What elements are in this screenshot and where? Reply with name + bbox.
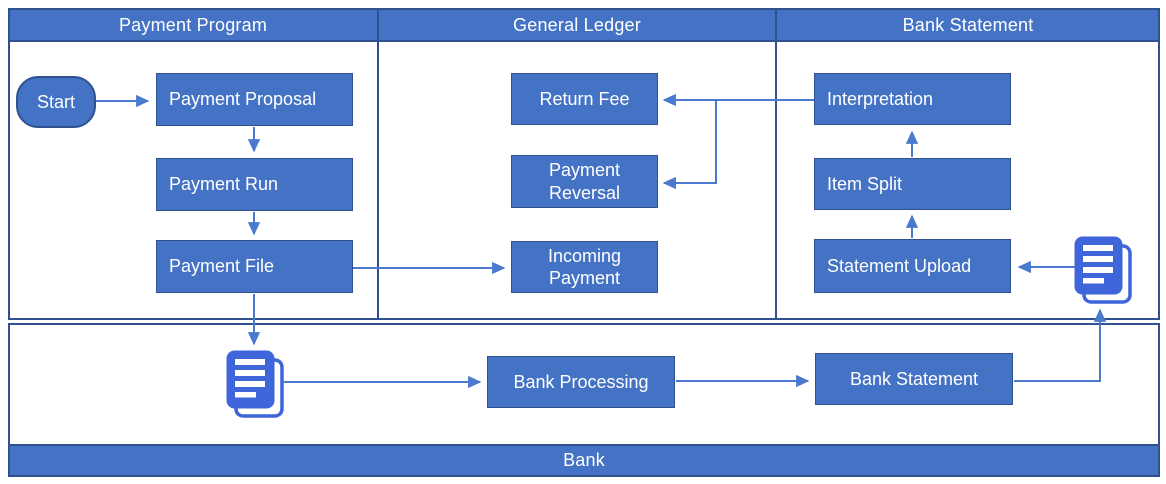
lane-title-bank: Bank — [563, 450, 605, 470]
node-payment-reversal-label: Payment Reversal — [548, 160, 621, 203]
node-payment-reversal: Payment Reversal — [511, 155, 658, 208]
node-statement-upload: Statement Upload — [814, 239, 1011, 293]
lane-divider-1 — [377, 8, 379, 320]
node-start: Start — [16, 76, 96, 128]
node-incoming-payment: Incoming Payment — [511, 241, 658, 293]
bank-statement-document-icon — [1074, 236, 1132, 304]
node-bank-processing: Bank Processing — [487, 356, 675, 408]
node-payment-file: Payment File — [156, 240, 353, 293]
lane-title-payment-program: Payment Program — [118, 14, 268, 35]
lane-header-bar — [8, 8, 1160, 42]
node-bank-statement: Bank Statement — [815, 353, 1013, 405]
node-return-fee: Return Fee — [511, 73, 658, 125]
bank-footer-bar — [8, 444, 1160, 477]
node-payment-proposal: Payment Proposal — [156, 73, 353, 126]
lane-title-general-ledger: General Ledger — [513, 14, 641, 35]
node-payment-run: Payment Run — [156, 158, 353, 211]
payment-file-document-icon — [226, 350, 284, 418]
lane-divider-2 — [775, 8, 777, 320]
node-item-split: Item Split — [814, 158, 1011, 210]
lane-title-bank-statement: Bank Statement — [902, 14, 1034, 35]
node-interpretation: Interpretation — [814, 73, 1011, 125]
node-incoming-payment-label: Incoming Payment — [547, 245, 622, 289]
